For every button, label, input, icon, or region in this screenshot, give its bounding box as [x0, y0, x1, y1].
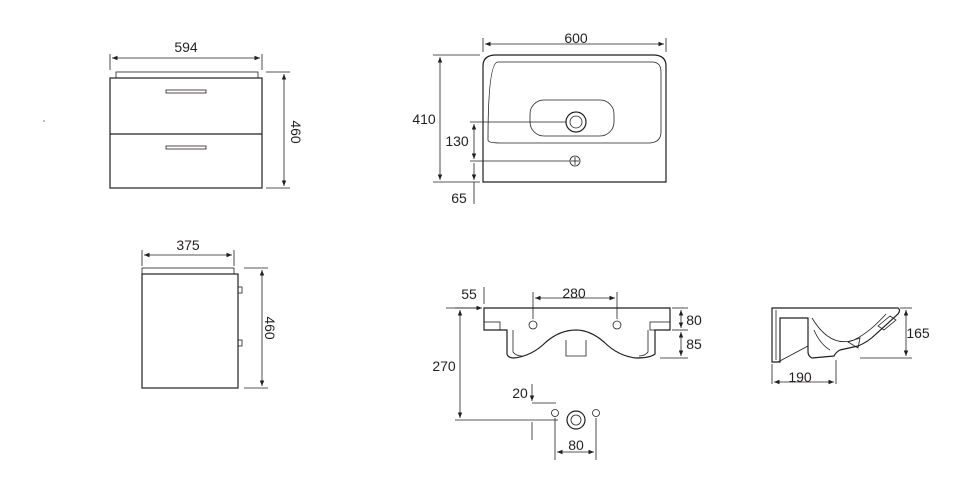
- basin-top-view: [433, 38, 667, 204]
- drawer-handle-upper: [165, 89, 207, 94]
- basin-side-section: [771, 307, 912, 385]
- basin-front-view: [446, 287, 688, 421]
- dim-cabinet-width: 594: [174, 39, 198, 55]
- dim-side-height: 460: [262, 316, 278, 340]
- dim-side-height: 165: [906, 325, 930, 341]
- handle-side-lower: [237, 339, 243, 347]
- dim-rim: 65: [451, 190, 467, 206]
- dim-tap-offset: 130: [445, 133, 469, 149]
- dim-mount-offset: 20: [512, 385, 528, 401]
- dim-cabinet-depth: 375: [176, 237, 200, 253]
- mount-detail: [529, 384, 600, 460]
- dim-drop: 270: [432, 358, 456, 374]
- drawer-handle-lower: [165, 145, 207, 150]
- dim-lower-height: 85: [686, 336, 702, 352]
- handle-side-upper: [237, 286, 243, 294]
- dim-overhang: 55: [461, 286, 477, 302]
- dim-mount-spacing: 80: [568, 437, 584, 453]
- dim-hole-spacing: 280: [562, 285, 586, 301]
- dim-upper-height: 80: [686, 312, 702, 328]
- cabinet-front-view: [43, 54, 290, 189]
- cabinet-side-view: [141, 250, 268, 389]
- dim-basin-width: 600: [564, 30, 588, 46]
- dim-cabinet-height: 460: [288, 120, 304, 144]
- dim-side-depth: 190: [788, 369, 812, 385]
- dim-basin-depth: 410: [412, 111, 436, 127]
